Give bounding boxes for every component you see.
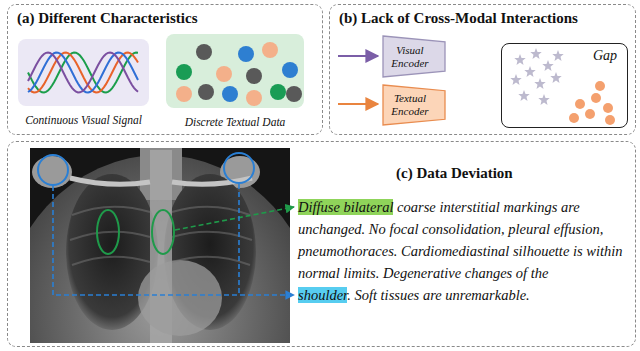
token-box: Discrete Textual Data	[166, 34, 304, 108]
wave-figure	[18, 39, 149, 106]
embedding-space: Gap	[501, 43, 628, 128]
encoder-box: Visual Encoder	[382, 35, 446, 78]
input-arrow	[338, 55, 378, 57]
panel-title: (a) Different Characteristics	[17, 9, 322, 27]
xray-ribs	[70, 207, 252, 265]
input-arrow	[338, 103, 378, 105]
box-caption: Continuous Visual Signal	[0, 113, 179, 127]
report-text: Diffuse bilateral coarse interstitial ma…	[298, 196, 628, 306]
visual-embedding	[510, 74, 521, 85]
visual-embedding	[518, 90, 529, 101]
leader-line	[238, 184, 240, 295]
panel: (c) Data DeviationDiffuse bilateral coar…	[7, 141, 636, 347]
visual-embedding	[550, 72, 561, 83]
text-embedding	[591, 93, 601, 103]
report-text: . Soft tissues are unremarkable.	[347, 287, 530, 303]
lung-marker	[152, 210, 174, 254]
token-dot	[198, 84, 214, 100]
visual-embedding	[524, 66, 535, 77]
token-dot	[262, 42, 278, 58]
gap-label: Gap	[502, 44, 627, 64]
token-dot	[282, 62, 298, 78]
shoulder-marker	[224, 153, 254, 183]
encoder-box: Textual Encoder	[382, 84, 446, 126]
token-dot	[216, 66, 232, 82]
token-dot	[246, 90, 262, 106]
text-embedding	[603, 103, 613, 113]
token-dot	[176, 86, 192, 102]
encoder-label: Visual Encoder	[386, 44, 434, 69]
visual-embedding	[514, 54, 525, 65]
signal-wave	[28, 53, 138, 93]
shoulder-marker	[38, 155, 68, 185]
leader-lines	[53, 184, 294, 295]
xray-heart	[138, 260, 222, 336]
box-caption: Discrete Textual Data	[136, 115, 334, 129]
xray-clavicle	[70, 178, 150, 184]
panel-title: (b) Lack of Cross-Modal Interactions	[339, 9, 635, 27]
visual-embedding	[542, 60, 553, 71]
token-dot	[238, 46, 254, 62]
lung-marker	[97, 210, 119, 254]
token-dot	[270, 84, 286, 100]
text-embedding	[605, 115, 615, 125]
dot-figure	[166, 34, 304, 108]
signal-box: Continuous Visual Signal	[18, 39, 149, 106]
panel: (a) Different CharacteristicsContinuous …	[7, 4, 323, 135]
visual-embedding	[534, 78, 545, 89]
visual-embedding	[530, 48, 541, 59]
panel-title: (c) Data Deviation	[396, 164, 635, 182]
signal-wave	[28, 53, 138, 93]
visual-embedding	[552, 50, 563, 61]
encoder-outline	[383, 85, 445, 125]
signal-wave	[28, 53, 138, 93]
visual-embedding	[538, 94, 549, 105]
xray-image	[30, 148, 290, 343]
token-dot	[246, 68, 262, 84]
token-dot	[196, 44, 212, 60]
panel: (b) Lack of Cross-Modal InteractionsVisu…	[329, 4, 636, 135]
xray-shoulder	[32, 156, 72, 188]
token-dot	[176, 64, 192, 80]
signal-wave	[28, 53, 138, 93]
text-embedding	[569, 113, 579, 123]
text-embedding	[595, 81, 605, 91]
highlighted-phrase: Diffuse bilateral	[298, 199, 393, 215]
encoder-outline	[383, 36, 445, 77]
leader-line	[175, 207, 294, 230]
encoder-label: Textual Encoder	[386, 92, 434, 117]
report-paragraph: Diffuse bilateral coarse interstitial ma…	[298, 196, 628, 306]
text-embedding	[575, 99, 585, 109]
leader-line	[53, 186, 294, 295]
token-dot	[222, 86, 238, 102]
highlighted-phrase: shoulder	[298, 287, 347, 303]
text-embedding	[585, 109, 595, 119]
token-dot	[286, 86, 302, 102]
